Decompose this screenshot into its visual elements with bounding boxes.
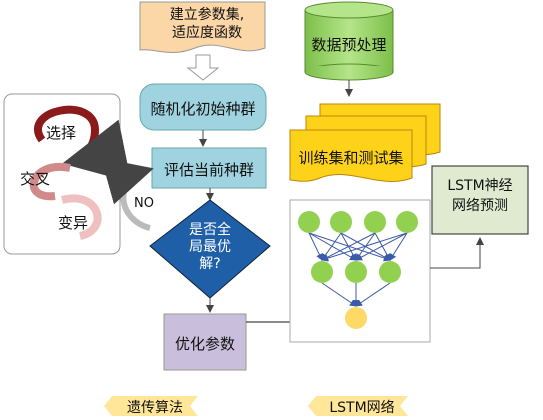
mutation-cycle-arrow — [60, 194, 102, 240]
selection-cycle-arrow — [34, 105, 132, 183]
evaluate-box — [151, 147, 267, 189]
hollow-down-arrow — [186, 54, 220, 81]
build-params-text: 建立参数集, 适应度函数 — [152, 6, 262, 42]
network-edge — [321, 232, 376, 261]
neuron — [364, 211, 386, 233]
database-cylinder — [304, 1, 394, 81]
network-edge — [389, 232, 408, 261]
network-edge — [308, 232, 357, 261]
output-neuron — [345, 307, 367, 329]
mutation-label: 变异 — [58, 214, 89, 232]
predict-line2: 网络预测 — [452, 198, 508, 214]
ga-footer-ribbon — [104, 396, 198, 416]
decision-line3: 解? — [199, 256, 221, 272]
network-predict-connector — [430, 237, 484, 269]
predict-line1: LSTM神经 — [447, 178, 513, 194]
decision-line2: 局最优 — [189, 239, 231, 255]
network-edge — [321, 282, 357, 307]
network-edge — [355, 282, 391, 307]
ga-footer-label: 遗传算法 — [127, 400, 183, 416]
no-label: NO — [134, 196, 154, 211]
crossover-cycle-arrow — [29, 162, 71, 201]
no-loop-arrow — [101, 158, 154, 231]
network-edge — [355, 232, 408, 261]
decision-text: 是否全 局最优 解? — [168, 222, 252, 273]
crossover-label: 交叉 — [20, 170, 51, 188]
network-edge — [321, 232, 408, 262]
predict-text: LSTM神经 网络预测 — [432, 176, 528, 216]
neuron — [311, 261, 333, 283]
build-params-shape — [139, 1, 266, 53]
build-params-line1: 建立参数集, — [169, 7, 245, 23]
neuron — [298, 211, 320, 233]
neuron — [330, 211, 352, 233]
train-test-label: 训练集和测试集 — [298, 149, 404, 167]
train-test-documents — [289, 103, 441, 182]
build-params-line2: 适应度函数 — [172, 25, 242, 41]
neural-network — [298, 211, 418, 329]
init-population-label: 随机化初始种群 — [150, 100, 256, 118]
predict-box — [431, 165, 529, 235]
preprocess-label: 数据预处理 — [311, 36, 387, 54]
network-edge — [308, 232, 323, 261]
lstm-footer-ribbon — [308, 396, 408, 416]
decision-line1: 是否全 — [189, 222, 231, 238]
optimize-label: 优化参数 — [174, 335, 235, 353]
evaluate-label: 评估当前种群 — [163, 161, 254, 179]
neuron — [379, 261, 401, 283]
lstm-footer-label: LSTM网络 — [329, 400, 395, 416]
neuron — [396, 211, 418, 233]
optimize-box — [163, 313, 247, 371]
selection-label: 选择 — [46, 124, 77, 142]
neuron — [345, 261, 367, 283]
